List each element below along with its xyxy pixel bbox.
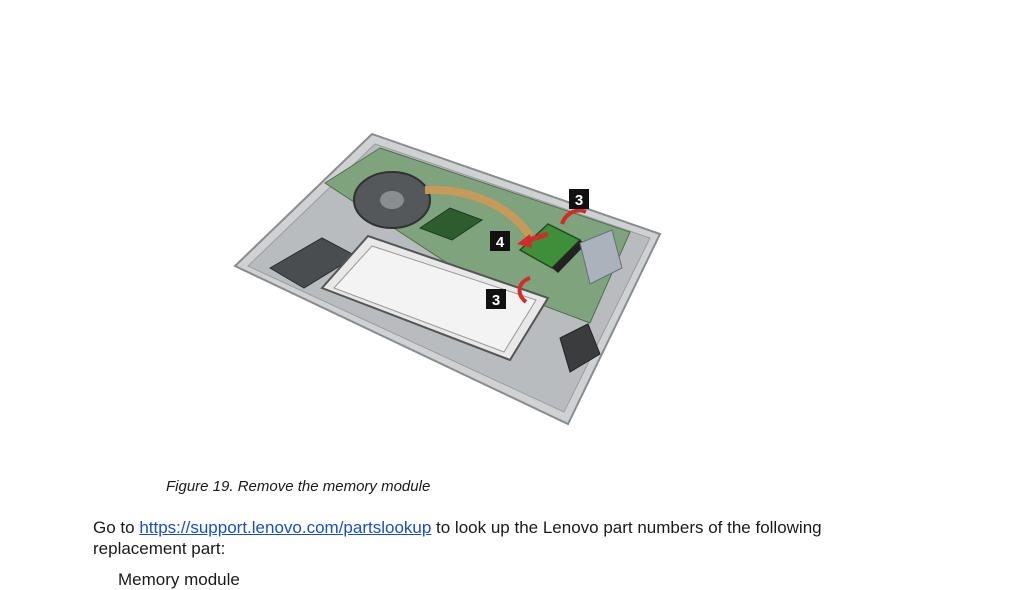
paragraph-prefix: Go to [93, 518, 140, 537]
callout-4: 4 [490, 231, 510, 251]
callout-3-top-label: 3 [575, 192, 583, 209]
speaker-right [559, 323, 601, 373]
memory-removal-illustration: 3 4 3 [233, 132, 662, 426]
clip-arrow-bottom [517, 276, 531, 304]
partslookup-link[interactable]: https://support.lenovo.com/partslookup [139, 518, 432, 537]
clip-arrow-top [560, 208, 587, 225]
fan-hub [380, 191, 404, 209]
heat-pipe [424, 185, 534, 239]
paragraph-suffix: to look up the Lenovo part numbers of th… [93, 518, 822, 558]
battery-label [333, 245, 537, 353]
ssd [418, 207, 484, 241]
callout-4-label: 4 [496, 234, 505, 251]
memory-slot [552, 240, 586, 273]
laptop-internal-figure: 3 4 3 [230, 128, 670, 428]
lookup-paragraph: Go to https://support.lenovo.com/partslo… [93, 517, 873, 559]
callout-3-top: 3 [569, 189, 589, 209]
figure-caption: Figure 19. Remove the memory module [166, 478, 431, 495]
memory-shield [579, 229, 623, 285]
callout-3-bottom-label: 3 [492, 292, 500, 309]
callout-3-bottom: 3 [486, 289, 506, 309]
part-list-item: Memory module [118, 570, 240, 589]
pull-arrow-head [517, 234, 532, 248]
